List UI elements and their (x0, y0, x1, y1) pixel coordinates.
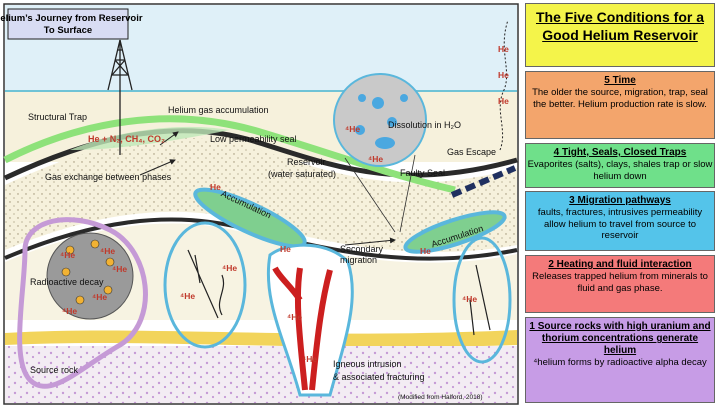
he4-label: ⁴He (462, 294, 477, 304)
he4-label: ⁴He (287, 312, 302, 322)
fault-inset-left (163, 221, 247, 349)
panel-time-title: 5 Time (604, 75, 636, 86)
label-faulty-seal: Faulty Seal (400, 168, 445, 178)
label-structural-trap: Structural Trap (28, 112, 87, 122)
panel-migration-body: faults, fractures, intrusives permeabili… (537, 207, 703, 241)
he-label: He (498, 96, 509, 106)
label-igneous-2: & associated fracturing (333, 372, 425, 382)
panel-title: The Five Conditions for a Good Helium Re… (525, 3, 715, 67)
diagram-title-line2: To Surface (44, 25, 92, 36)
panel-source: 1 Source rocks with high uranium and tho… (525, 317, 715, 403)
he-label: He (498, 44, 509, 54)
accumulation-lens-left (193, 187, 307, 249)
panel-seals: 4 Tight, Seals, Closed Traps Evaporites … (525, 143, 715, 188)
label-helium-gas-accumulation: Helium gas accumulation (168, 105, 269, 115)
radioactive-decay-inset (17, 217, 148, 389)
he4-label: ⁴He (62, 306, 77, 316)
he4-label: ⁴He (345, 124, 360, 134)
he4-label: ⁴He (92, 292, 107, 302)
label-gas-exchange: Gas exchange between phases (45, 172, 172, 182)
label-secondary-2: migration (340, 255, 377, 265)
igneous-intrusion-icon (266, 243, 354, 397)
he4-label: ⁴He (100, 246, 115, 256)
panel-seals-body: Evaporites (salts), clays, shales trap o… (527, 159, 713, 182)
source-rock-layer (5, 346, 517, 403)
drilling-rig-icon (107, 39, 133, 155)
panel-time: 5 Time The older the source, migration, … (525, 71, 715, 139)
label-gas-mix: He + N₂, CH₄, CO₂ (88, 134, 165, 144)
panel-heating-body: Releases trapped helium from minerals to… (532, 271, 708, 294)
he4-label: ⁴He (368, 154, 383, 164)
he-label: He (420, 246, 431, 256)
panel-heating-title: 2 Heating and fluid interaction (548, 259, 692, 270)
he4-label: ⁴He (302, 354, 317, 364)
panel-source-title: 1 Source rocks with high uranium and tho… (529, 321, 711, 356)
accumulation-lens-right (403, 210, 507, 254)
he-label: He (210, 182, 221, 192)
label-radioactive-decay: Radioactive decay (30, 277, 104, 287)
he-label: He (280, 244, 291, 254)
label-reservoir-1: Reservoir (287, 157, 326, 167)
label-secondary-1: Secondary (340, 244, 384, 254)
panel-heating: 2 Heating and fluid interaction Releases… (525, 255, 715, 313)
panel-seals-title: 4 Tight, Seals, Closed Traps (553, 147, 687, 158)
dissolution-inset (333, 73, 427, 233)
fault-inset-right (452, 236, 512, 364)
panel-migration-title: 3 Migration pathways (569, 195, 671, 206)
panel-time-body: The older the source, migration, trap, s… (532, 87, 708, 110)
label-igneous-1: Igneous intrusion (333, 359, 402, 369)
he4-label: ⁴He (60, 250, 75, 260)
label-credit: (Modified from Halford, 2018) (398, 394, 483, 401)
label-reservoir-2: (water saturated) (268, 169, 336, 179)
he4-label: ⁴He (180, 291, 195, 301)
diagram-title-line1: Helium’s Journey from Reservoir (0, 13, 143, 24)
panels-heading: The Five Conditions for a Good Helium Re… (535, 9, 704, 43)
panel-migration: 3 Migration pathways faults, fractures, … (525, 191, 715, 251)
label-dissolution: Dissolution in H₂O (388, 120, 461, 130)
panel-source-body: ⁴helium forms by radioactive alpha decay (533, 357, 707, 368)
he4-label: ⁴He (112, 264, 127, 274)
helium-gas-band (3, 115, 456, 194)
label-gas-escape: Gas Escape (447, 147, 496, 157)
title-box (7, 8, 129, 40)
he4-label: ⁴He (222, 263, 237, 273)
label-source-rock: Source rock (30, 365, 79, 375)
faulty-seal-line (450, 165, 517, 198)
he-label: He (498, 70, 509, 80)
label-low-permeability-seal: Low permeability seal (210, 134, 297, 144)
